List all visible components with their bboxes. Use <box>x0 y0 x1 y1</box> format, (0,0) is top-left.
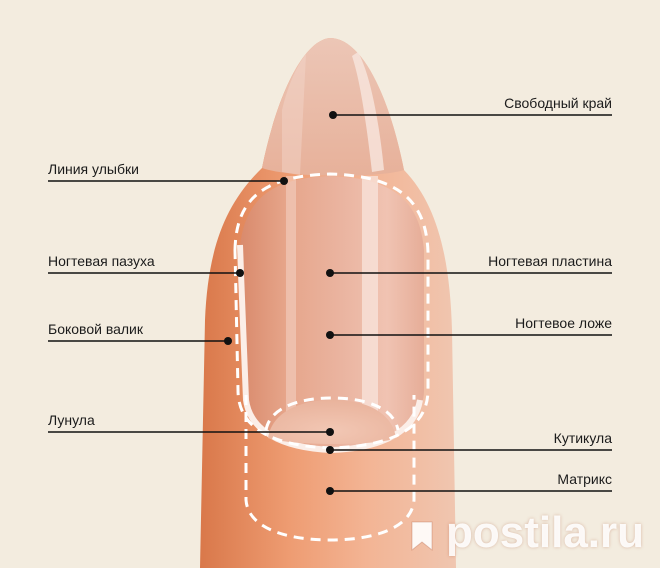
label-dots <box>224 111 337 495</box>
label-matrix: Матрикс <box>557 471 612 487</box>
dot-free-edge <box>329 111 337 119</box>
label-free-edge: Свободный край <box>504 95 612 111</box>
watermark-text: postila.ru <box>446 508 645 557</box>
plate-shade <box>286 176 296 431</box>
dot-lateral-fold <box>224 337 232 345</box>
dot-nail-sinus <box>236 269 244 277</box>
label-cuticle: Кутикула <box>553 430 612 446</box>
dot-smile-line <box>280 177 288 185</box>
dot-nail-bed <box>326 331 334 339</box>
tip-highlight <box>352 52 384 172</box>
label-nail-sinus: Ногтевая пазуха <box>48 253 155 269</box>
dot-lunula <box>326 428 334 436</box>
tip-shade <box>282 54 306 175</box>
leader-lines <box>48 114 612 492</box>
label-nail-bed: Ногтевое ложе <box>515 315 612 331</box>
lunula-shape <box>268 400 396 444</box>
dot-matrix <box>326 487 334 495</box>
label-lateral-fold: Боковой валик <box>48 321 143 337</box>
label-nail-plate: Ногтевая пластина <box>488 253 612 269</box>
dot-cuticle <box>326 446 334 454</box>
lunula-dashed <box>264 396 400 431</box>
dot-nail-plate <box>326 269 334 277</box>
smile-line-dashed <box>233 172 430 450</box>
plate-highlight <box>362 176 378 436</box>
postila-logo-icon <box>411 521 433 552</box>
matrix-dashed <box>244 395 416 542</box>
label-smile-line: Линия улыбки <box>48 161 139 177</box>
label-lunula: Лунула <box>48 412 95 428</box>
